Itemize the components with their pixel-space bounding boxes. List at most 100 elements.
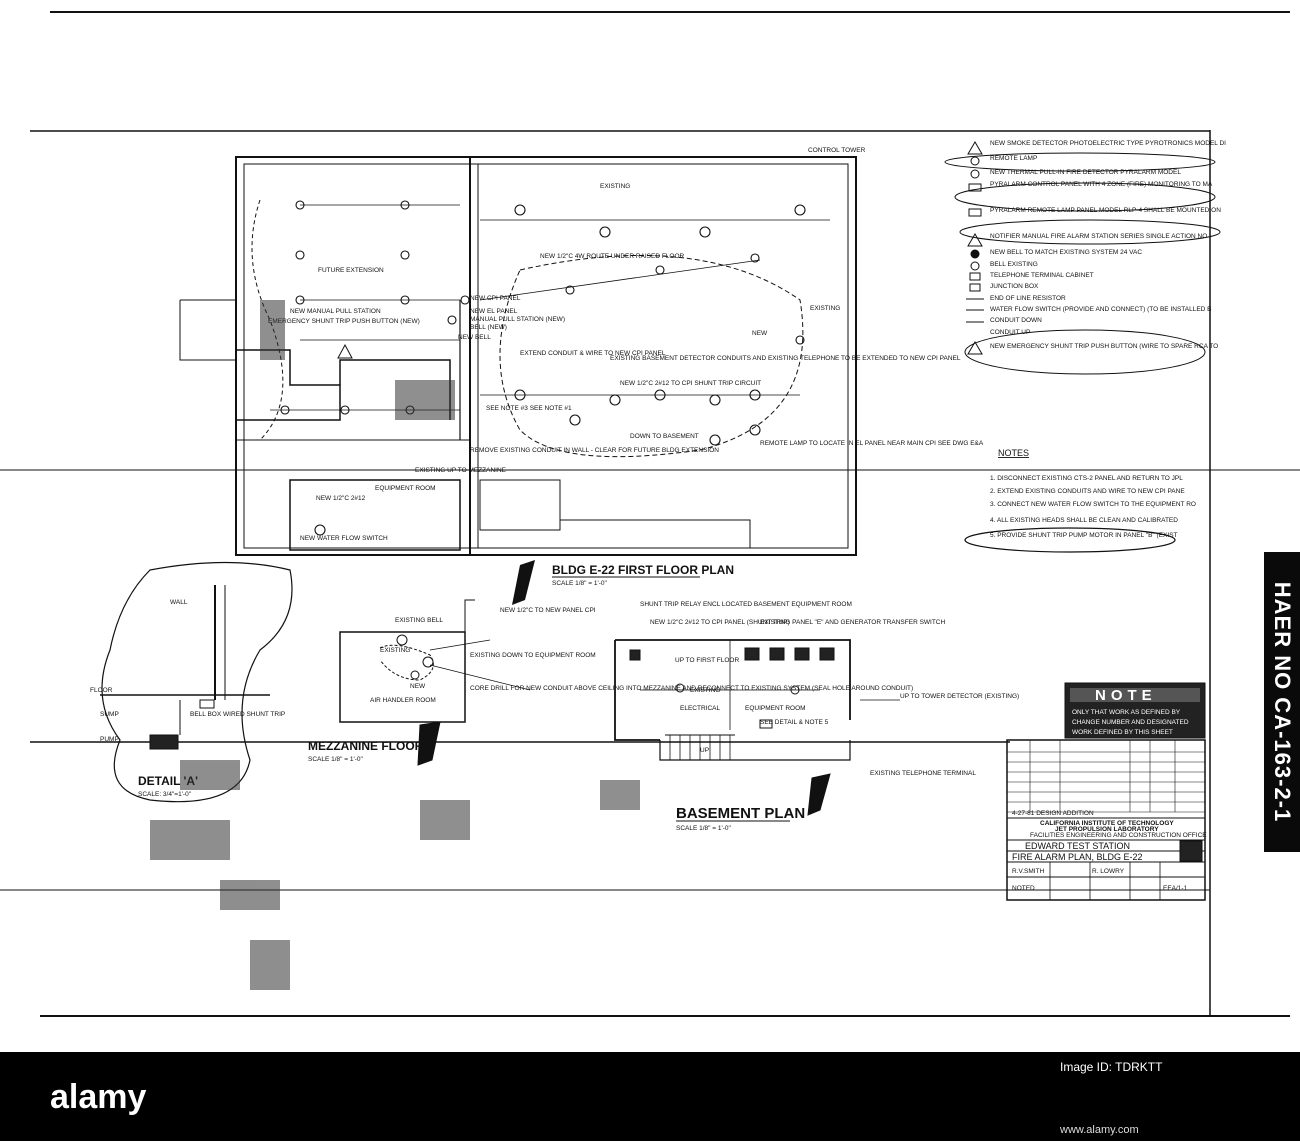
manual-pull-new-label: MANUAL PULL STATION (NEW) bbox=[470, 316, 565, 323]
note-item: 2. EXTEND EXISTING CONDUITS AND WIRE TO … bbox=[990, 488, 1185, 495]
legend-item: REMOTE LAMP bbox=[990, 155, 1037, 162]
mezz-existing: EXISTING bbox=[380, 647, 410, 654]
title-dwg-no: EEA/1-1 bbox=[1163, 885, 1188, 892]
legend-item: JUNCTION BOX bbox=[990, 283, 1039, 290]
detail-pump-label: PUMP bbox=[100, 736, 119, 743]
notes-text-group: 1. DISCONNECT EXISTING CTS-2 PANEL AND R… bbox=[990, 475, 1196, 539]
note-item: 1. DISCONNECT EXISTING CTS-2 PANEL AND R… bbox=[990, 475, 1183, 482]
legend-item: NEW THERMAL PULL-IN FIRE DETECTOR PYRALA… bbox=[990, 169, 1181, 176]
basement-scale: SCALE 1/8" = 1'-0" bbox=[676, 825, 732, 832]
down-basement-label: DOWN TO BASEMENT bbox=[630, 433, 699, 440]
title-station: EDWARD TEST STATION bbox=[1025, 841, 1130, 851]
mezz-existing-bell: EXISTING BELL bbox=[395, 617, 443, 624]
legend-item: WATER FLOW SWITCH (PROVIDE AND CONNECT) … bbox=[990, 306, 1212, 313]
notes-heading: NOTES bbox=[998, 448, 1029, 458]
existing-label: EXISTING bbox=[810, 305, 840, 312]
title-checked: R. LOWRY bbox=[1092, 868, 1125, 875]
legend-item: PYRALARM REMOTE LAMP PANEL MODEL RLP-4 S… bbox=[990, 207, 1221, 214]
shunt-trip-label: EMERGENCY SHUNT TRIP PUSH BUTTON (NEW) bbox=[268, 318, 420, 325]
title-drawn: R.V.SMITH bbox=[1012, 868, 1045, 875]
manual-pull-label: NEW MANUAL PULL STATION bbox=[290, 308, 381, 315]
bsmt-tele: EXISTING TELEPHONE TERMINAL bbox=[870, 770, 976, 777]
extend-conduit-label: EXTEND CONDUIT & WIRE TO NEW CPI PANEL bbox=[520, 350, 666, 357]
legend-item: BELL EXISTING bbox=[990, 261, 1038, 268]
title-drawing: FIRE ALARM PLAN, BLDG E-22 bbox=[1012, 852, 1143, 862]
bsmt-electrical: ELECTRICAL bbox=[680, 705, 720, 712]
bsmt-existing: EXISTING bbox=[690, 687, 720, 694]
future-extension-label: FUTURE EXTENSION bbox=[318, 267, 384, 274]
note-box-line1: ONLY THAT WORK AS DEFINED BY bbox=[1072, 709, 1181, 716]
legend bbox=[944, 141, 1221, 375]
equipment-room-label: EQUIPMENT ROOM bbox=[375, 485, 436, 492]
legend-item: END OF LINE RESISTOR bbox=[990, 295, 1066, 302]
title-noted: NOTED bbox=[1012, 885, 1035, 892]
scan-noise bbox=[150, 300, 640, 990]
basement-plan bbox=[614, 639, 900, 816]
note-box-line3: WORK DEFINED BY THIS SHEET bbox=[1072, 729, 1173, 736]
legend-item: NEW EMERGENCY SHUNT TRIP PUSH BUTTON (WI… bbox=[990, 343, 1218, 350]
new-conduit2-label: NEW 1/2"C 2#12 bbox=[316, 495, 366, 502]
title-institution: CALIFORNIA INSTITUTE OF TECHNOLOGY bbox=[1040, 820, 1174, 827]
new-bell-label: NEW BELL bbox=[458, 334, 491, 341]
remove-existing-label: REMOVE EXISTING CONDUIT IN WALL - CLEAR … bbox=[470, 447, 719, 454]
haer-stamp: HAER NO CA-163-2-1 bbox=[1264, 552, 1300, 852]
bsmt-see-detail: SEE DETAIL & NOTE 5 bbox=[760, 719, 829, 726]
new-label: NEW bbox=[752, 330, 768, 337]
title-lab: JET PROPULSION LABORATORY bbox=[1055, 826, 1159, 833]
bsmt-up-first: UP TO FIRST FLOOR bbox=[675, 657, 739, 664]
legend-item: NEW SMOKE DETECTOR PHOTOELECTRIC TYPE PY… bbox=[990, 140, 1226, 147]
note-box-title: NOTE bbox=[1095, 687, 1157, 704]
north-arrow-1 bbox=[512, 560, 535, 605]
haer-stamp-text: HAER NO CA-163-2-1 bbox=[1270, 581, 1295, 823]
mezz-air-handler: AIR HANDLER ROOM bbox=[370, 697, 436, 704]
watermark-url: www.alamy.com bbox=[1060, 1124, 1139, 1136]
title-rev: 4-27-81 DESIGN ADDITION bbox=[1012, 810, 1094, 817]
legend-text-group: NEW SMOKE DETECTOR PHOTOELECTRIC TYPE PY… bbox=[990, 140, 1226, 350]
existing-top-label: EXISTING bbox=[600, 183, 630, 190]
mezzanine-title: MEZZANINE FLOOR bbox=[308, 739, 424, 753]
detail-sump-label: SUMP bbox=[100, 711, 119, 718]
bsmt-new-cpi: NEW 1/2"C 2#12 TO CPI PANEL (SHUNT TRIP) bbox=[650, 619, 790, 626]
mezz-down-equip: EXISTING DOWN TO EQUIPMENT ROOM bbox=[470, 652, 596, 659]
first-floor-scale: SCALE 1/8" = 1'-0" bbox=[552, 580, 608, 587]
note-item: 5. PROVIDE SHUNT TRIP PUMP MOTOR IN PANE… bbox=[990, 532, 1178, 539]
legend-item: NEW BELL TO MATCH EXISTING SYSTEM 24 VAC bbox=[990, 249, 1142, 256]
bell-new-label: BELL (NEW) bbox=[470, 324, 507, 331]
legend-item: TELEPHONE TERMINAL CABINET bbox=[990, 272, 1094, 279]
remote-lamp-label: REMOTE LAMP TO LOCATE IN EL PANEL NEAR M… bbox=[760, 440, 984, 447]
bsmt-up-tower: UP TO TOWER DETECTOR (EXISTING) bbox=[900, 693, 1019, 700]
note-box bbox=[1064, 682, 1206, 739]
new-conduit-label: NEW 1/2"C 4W ROUTE UNDER RAISED FLOOR bbox=[540, 253, 685, 260]
existing-basement-label: EXISTING BASEMENT DETECTOR CONDUITS AND … bbox=[610, 355, 961, 362]
title-block bbox=[1006, 739, 1206, 901]
basement-title: BASEMENT PLAN bbox=[676, 805, 805, 822]
watermark-logo: alamy bbox=[50, 1078, 147, 1116]
watermark-bar bbox=[0, 1052, 1300, 1141]
detail-floor-label: FLOOR bbox=[90, 687, 113, 694]
note-item: 4. ALL EXISTING HEADS SHALL BE CLEAN AND… bbox=[990, 517, 1178, 524]
legend-item: CONDUIT UP bbox=[990, 329, 1030, 336]
bsmt-equipment: EQUIPMENT ROOM bbox=[745, 705, 806, 712]
bsmt-shunt-relay: SHUNT TRIP RELAY ENCL LOCATED BASEMENT E… bbox=[640, 601, 852, 608]
title-office: FACILITIES ENGINEERING AND CONSTRUCTION … bbox=[1030, 832, 1207, 839]
legend-item: CONDUIT DOWN bbox=[990, 317, 1042, 324]
frame-lines bbox=[0, 11, 1300, 1017]
detail-bellbox-label: BELL BOX WIRED SHUNT TRIP bbox=[190, 711, 285, 718]
mezzanine-scale: SCALE 1/8" = 1'-0" bbox=[308, 756, 364, 763]
mezzanine-plan bbox=[339, 599, 531, 766]
mezz-new: NEW bbox=[410, 683, 426, 690]
legend-item: PYRALARM CONTROL PANEL WITH 4 ZONE (FIRE… bbox=[990, 181, 1213, 188]
control-tower-label: CONTROL TOWER bbox=[808, 147, 866, 154]
note5-cloud bbox=[964, 527, 1176, 553]
existing-mezz-label: EXISTING UP TO MEZZANINE bbox=[415, 467, 507, 474]
note-box-line2: CHANGE NUMBER AND DESIGNATED bbox=[1072, 719, 1189, 726]
detail-wall-label: WALL bbox=[170, 599, 188, 606]
see-note-label: SEE NOTE #3 SEE NOTE #1 bbox=[486, 405, 572, 412]
mezz-core-drill: CORE DRILL FOR NEW CONDUIT ABOVE CEILING… bbox=[470, 685, 913, 692]
shunt-circuit-label: NEW 1/2"C 2#12 TO CPI SHUNT TRIP CIRCUIT bbox=[620, 380, 761, 387]
watermark-id: Image ID: TDRKTT bbox=[1060, 1060, 1163, 1074]
first-floor-title: BLDG E-22 FIRST FLOOR PLAN bbox=[552, 563, 734, 577]
legend-item: NOTIFIER MANUAL FIRE ALARM STATION SERIE… bbox=[990, 233, 1207, 240]
